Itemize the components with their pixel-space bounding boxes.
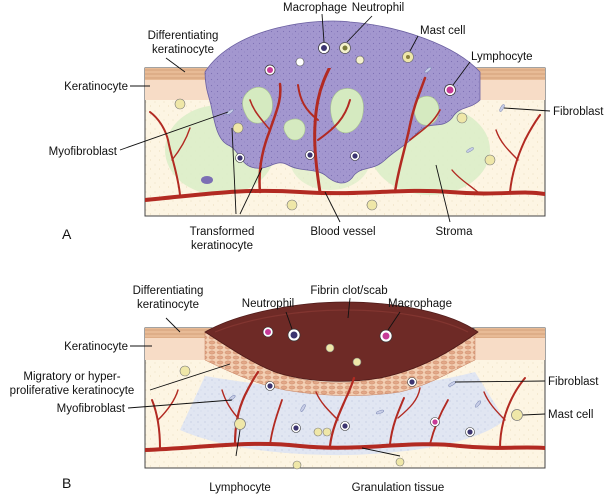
panel-b-blood-vessels (145, 370, 545, 452)
panel-b-epidermis-layers (145, 328, 545, 360)
panel-a-leader-lines (119, 13, 551, 223)
panel-a-label-transformed-2: keratinocyte (191, 240, 253, 252)
panel-a-label-neutrophil: Neutrophil (352, 2, 404, 14)
panel-a-blood-vessels (145, 68, 545, 202)
panel-b-leader-lines (127, 297, 546, 457)
panel-a-label-transformed-1: Transformed (190, 226, 255, 238)
panel-b-label-migratory-1: Migratory or hyper- (23, 371, 120, 383)
panel-b-cells (179, 326, 523, 470)
panel-b-granulation-tissue (180, 372, 505, 456)
panel-a-cells (174, 42, 505, 211)
panel-b: Differentiating keratinocyte Neutrophil … (10, 285, 600, 494)
panel-b-label-fibrin-clot: Fibrin clot/scab (310, 285, 387, 297)
panel-a-letter: A (62, 226, 72, 242)
panel-b-label-granulation-tissue: Granulation tissue (352, 482, 445, 494)
panel-b-fibrin-clot (204, 301, 479, 382)
panel-b-label-differentiating-2: keratinocyte (137, 299, 199, 311)
panel-a-label-mast-cell: Mast cell (420, 25, 465, 37)
panel-b-lymphocyte-cell (234, 418, 246, 430)
panel-b-label-migratory-2: proliferative keratinocyte (10, 385, 135, 397)
panel-b-label-macrophage: Macrophage (388, 298, 452, 310)
panel-a-label-lymphocyte: Lymphocyte (471, 51, 533, 63)
panel-a-label-fibroblast: Fibroblast (553, 106, 604, 118)
panel-b-letter: B (62, 475, 71, 491)
panel-a: Macrophage Neutrophil Mast cell Lymphocy… (49, 2, 605, 252)
panel-a-label-macrophage: Macrophage (283, 2, 347, 14)
panel-b-mast-cell (511, 409, 523, 421)
panel-b-label-neutrophil: Neutrophil (242, 298, 294, 310)
panel-b-label-keratinocyte: Keratinocyte (64, 341, 128, 353)
panel-a-label-keratinocyte: Keratinocyte (64, 81, 128, 93)
panel-a-label-differentiating-2: keratinocyte (152, 44, 214, 56)
panel-a-label-blood-vessel: Blood vessel (310, 226, 375, 238)
panel-b-label-differentiating-1: Differentiating (133, 285, 204, 297)
panel-a-label-myofibroblast: Myofibroblast (49, 146, 118, 158)
panel-a-label-differentiating-1: Differentiating (148, 30, 219, 42)
panel-b-label-mast-cell: Mast cell (548, 409, 593, 421)
panel-b-label-myofibroblast: Myofibroblast (57, 403, 126, 415)
panel-b-label-fibroblast: Fibroblast (548, 376, 599, 388)
panel-a-label-stroma: Stroma (435, 226, 473, 238)
panel-b-label-lymphocyte: Lymphocyte (209, 482, 271, 494)
